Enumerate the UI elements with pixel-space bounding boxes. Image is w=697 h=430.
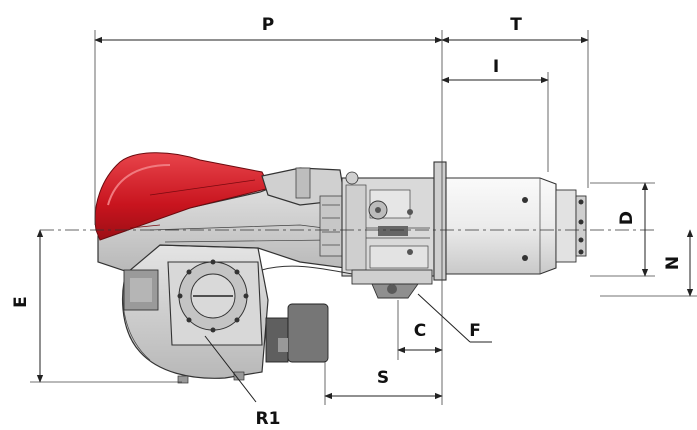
label-E: E [11,296,31,308]
fan-flange [167,259,263,346]
dimension-N: N [663,229,694,297]
label-D: D [617,211,637,225]
label-F: F [469,321,481,341]
label-P: P [262,15,274,35]
leader-R1: R1 [204,335,281,429]
mounting-flange [433,161,447,281]
gas-fitting [261,265,433,299]
leader-F: F [417,293,492,343]
left-box [123,269,159,311]
dimension-S: S [324,368,443,400]
dimension-T: T [441,15,589,44]
extension-lines [30,30,697,405]
control-head [341,171,435,277]
label-S: S [377,368,389,388]
red-cover [94,152,271,241]
label-T: T [510,15,522,35]
fan-motor [265,303,329,363]
dimension-P: P [94,15,443,44]
combustion-tube [445,177,587,275]
label-I: I [493,57,499,77]
label-N: N [663,256,683,270]
dimension-E: E [11,229,44,383]
dimension-I: I [441,57,549,84]
dimension-D: D [617,182,649,277]
label-C: C [414,321,426,341]
dimension-C: C [397,321,443,354]
intake-duct [261,167,346,257]
burner-illustration [94,152,587,384]
label-R1: R1 [256,409,281,429]
